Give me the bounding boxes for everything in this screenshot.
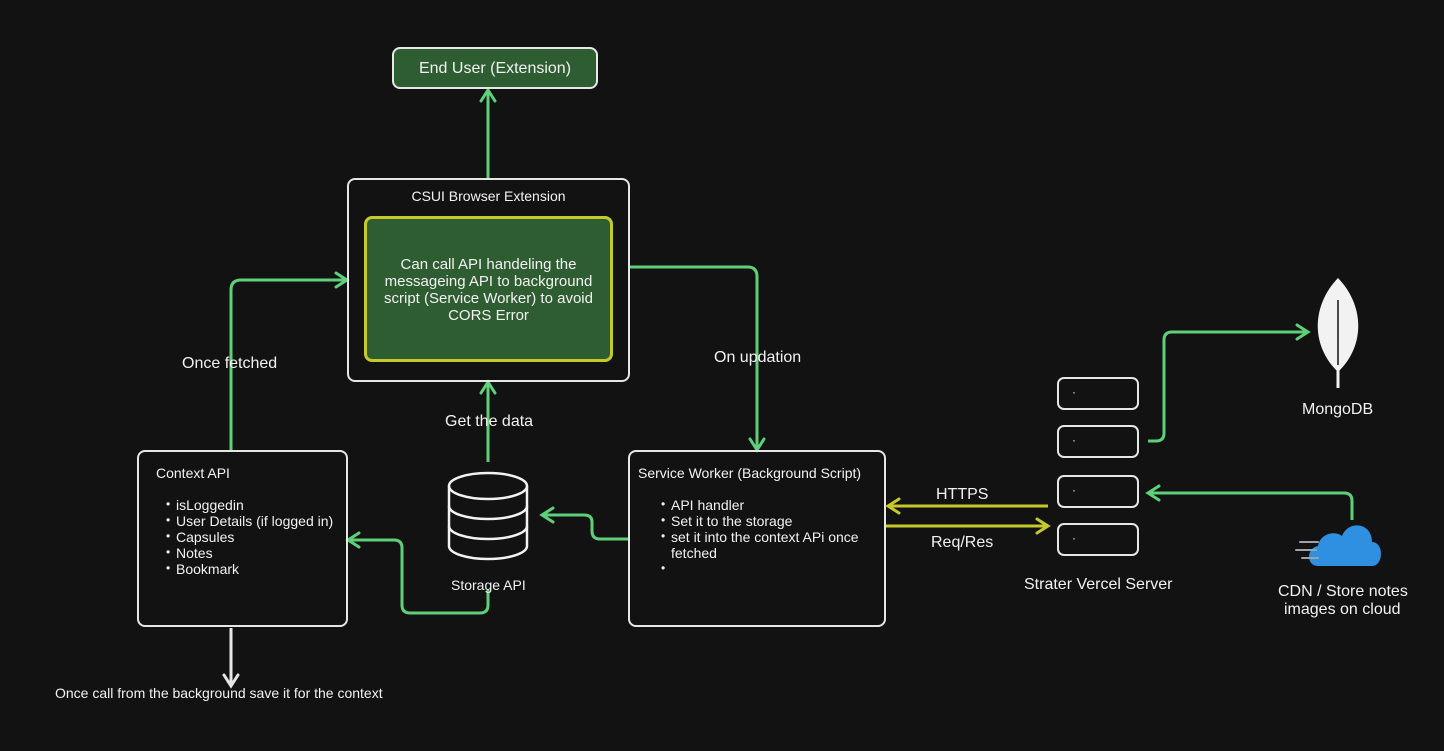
list-item: API handler — [661, 496, 871, 513]
server-slot-mark: · — [1072, 433, 1076, 447]
server-slot: · — [1057, 523, 1139, 556]
browser-extension-title: CSUI Browser Extension — [411, 188, 566, 204]
list-item: Notes — [166, 544, 333, 561]
list-item: Set it to the storage — [661, 512, 871, 529]
arrow-server-to-mongodb — [1148, 330, 1306, 443]
context-api-list: isLoggedin User Details (if logged in) C… — [166, 496, 333, 577]
server-slot-mark: · — [1072, 483, 1076, 497]
arrow-context-to-extension — [229, 278, 345, 450]
get-the-data-label: Get the data — [445, 413, 534, 430]
server-slot: · — [1057, 475, 1139, 508]
on-updation-label: On updation — [714, 349, 802, 366]
database-icon — [447, 471, 529, 561]
cdn-label-line2: images on cloud — [1284, 601, 1401, 618]
bottom-note-label: Once call from the background save it fo… — [55, 685, 383, 701]
end-user-box: End User (Extension) — [392, 47, 598, 89]
server-slot-mark: · — [1072, 531, 1076, 545]
server-slot: · — [1057, 425, 1139, 458]
storage-api-label: Storage API — [451, 577, 526, 593]
req-res-label: Req/Res — [931, 534, 994, 551]
https-label: HTTPS — [936, 486, 989, 503]
server-slot-mark: · — [1072, 385, 1076, 399]
arrow-storage-to-context — [350, 538, 490, 615]
server-label: Strater Vercel Server — [1024, 576, 1173, 593]
context-api-box: Context API isLoggedin User Details (if … — [137, 450, 348, 627]
end-user-label: End User (Extension) — [418, 60, 572, 77]
list-item — [661, 560, 871, 577]
arrow-cdn-to-server — [1150, 491, 1354, 520]
list-item: isLoggedin — [166, 496, 333, 513]
once-fetched-label: Once fetched — [182, 355, 278, 372]
browser-extension-inner-text: Can call API handeling the messageing AP… — [384, 256, 593, 324]
list-item: Capsules — [166, 528, 333, 545]
server-slot: · — [1057, 377, 1139, 410]
service-worker-box: Service Worker (Background Script) API h… — [628, 450, 886, 627]
arrow-extension-to-worker — [630, 265, 759, 448]
browser-extension-box: CSUI Browser Extension Can call API hand… — [347, 178, 630, 382]
arrow-worker-to-storage — [544, 513, 628, 541]
service-worker-title: Service Worker (Background Script) — [638, 465, 862, 481]
service-worker-list: API handler Set it to the storage set it… — [661, 496, 871, 577]
browser-extension-inner-box: Can call API handeling the messageing AP… — [364, 216, 613, 362]
context-api-title: Context API — [156, 465, 230, 481]
list-item: User Details (if logged in) — [166, 512, 333, 529]
list-item: set it into the context APi once fetched — [661, 528, 871, 561]
cloud-icon — [1295, 525, 1381, 566]
list-item: Bookmark — [166, 560, 333, 577]
cdn-label-line1: CDN / Store notes — [1278, 583, 1408, 600]
mongodb-leaf-icon — [1317, 278, 1359, 388]
mongodb-label: MongoDB — [1302, 401, 1374, 418]
